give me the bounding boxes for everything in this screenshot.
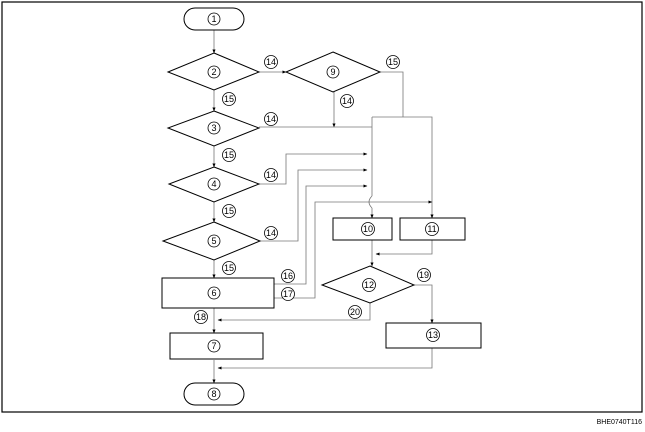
edge-5-collector (260, 168, 368, 242)
edge-label-6-down: 18 (196, 312, 206, 322)
node-13-label: 13 (428, 330, 438, 340)
edge-label-6-upper: 16 (283, 271, 293, 281)
node-1-label: 1 (211, 14, 216, 24)
edge-13-8 (217, 348, 433, 370)
node-numbers: 1 2 9 3 4 5 6 7 8 10 11 12 13 (207, 12, 440, 401)
node-12-label: 12 (364, 280, 374, 290)
edge-label-12-down: 20 (350, 307, 360, 317)
edge-label-5-right: 14 (266, 228, 276, 238)
image-code: BHE0740T116 (597, 419, 643, 426)
node-4-label: 4 (211, 179, 216, 189)
edge-6b-11 (274, 200, 433, 299)
node-8-label: 8 (211, 389, 216, 399)
edge-label-2-9: 14 (266, 57, 276, 67)
connectors (212, 30, 434, 384)
edge-4-collector (259, 152, 368, 185)
node-11-label: 11 (427, 224, 436, 234)
edge-label-2-down: 15 (224, 94, 234, 104)
edge-label-9-right: 15 (388, 57, 398, 67)
node-6-label: 6 (211, 288, 216, 298)
node-9-label: 9 (330, 67, 335, 77)
node-10-label: 10 (363, 224, 373, 234)
edge-11-12 (375, 240, 433, 256)
edge-12-7 (217, 303, 371, 322)
edge-label-5-down: 15 (224, 263, 234, 273)
edge-6a-collector (274, 184, 368, 285)
node-7-label: 7 (211, 341, 216, 351)
node-2-label: 2 (211, 67, 216, 77)
edge-label-4-right: 14 (266, 170, 276, 180)
edge-label-3-right: 14 (266, 114, 276, 124)
edge-9-right (380, 71, 404, 117)
edge-label-9-down: 14 (342, 96, 352, 106)
edge-label-12-right: 19 (419, 270, 429, 280)
edge-label-3-down: 15 (224, 150, 234, 160)
node-5-label: 5 (211, 236, 216, 246)
edge-collector-11 (372, 116, 434, 219)
edge-label-4-down: 15 (224, 206, 234, 216)
edge-label-6-lower: 17 (283, 289, 293, 299)
edge-12-13 (414, 284, 434, 324)
diagram-frame (1, 1, 643, 413)
node-3-label: 3 (211, 123, 216, 133)
edge-labels: 14 14 14 14 14 15 15 15 15 15 16 17 18 1… (194, 55, 431, 324)
